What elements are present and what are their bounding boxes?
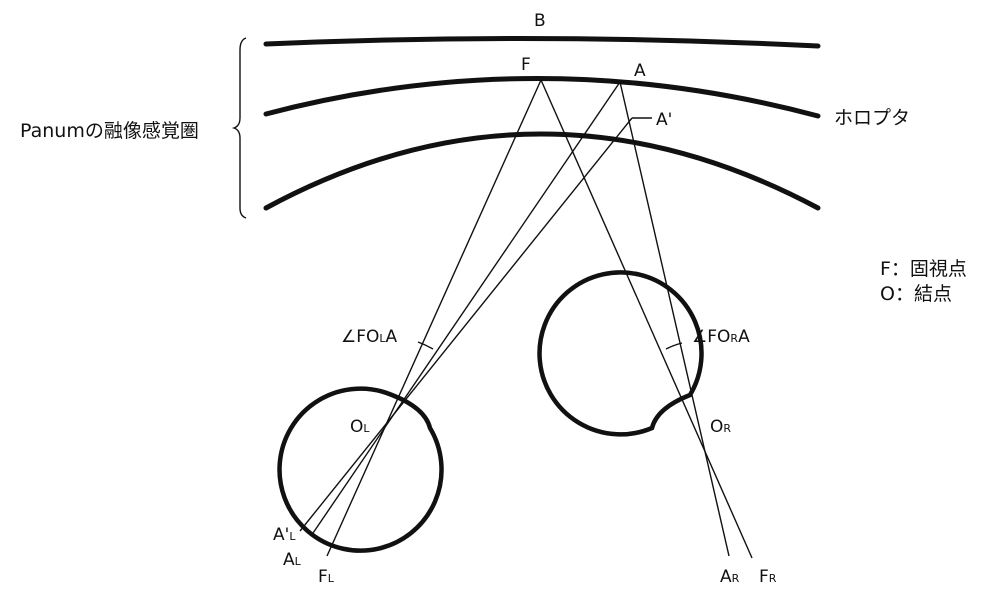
label-F: F: [521, 55, 531, 75]
label-AL: AL: [283, 550, 302, 570]
label-panum: Panumの融像感覚圏: [20, 120, 199, 142]
label-A: A: [634, 61, 646, 81]
legend-fixation-point: F：固視点: [880, 258, 967, 280]
label-OL: OL: [350, 417, 370, 437]
panum-brace: [231, 37, 247, 219]
ray-F-to-FR: [540, 79, 753, 559]
right-eye: [537, 270, 704, 437]
label-FL: FL: [318, 567, 335, 587]
label-OR: OR: [710, 417, 731, 437]
ray-A-to-AR: [619, 81, 730, 557]
far-arc-B: [263, 35, 821, 49]
label-angle-right: ∠FORA: [692, 327, 750, 347]
horopter-arc: [263, 76, 821, 119]
label-AprimeL: A'L: [273, 525, 296, 545]
near-arc: [263, 131, 821, 211]
label-B: B: [534, 11, 546, 31]
ray-F-to-FL: [326, 79, 542, 557]
ray-Aprime-to-AprimeL: [299, 117, 633, 532]
label-FR: FR: [759, 567, 777, 587]
label-angle-left: ∠FOLA: [341, 327, 398, 347]
angle-arc-right: [665, 342, 683, 350]
angle-arc-left: [417, 341, 434, 350]
label-AR: AR: [720, 567, 740, 587]
legend-nodal-point: O：結点: [880, 283, 952, 305]
ray-A-to-AL: [310, 81, 621, 537]
label-horopter: ホロプタ: [834, 107, 910, 129]
label-A-prime: A': [656, 110, 672, 130]
left-eye: [277, 386, 444, 553]
